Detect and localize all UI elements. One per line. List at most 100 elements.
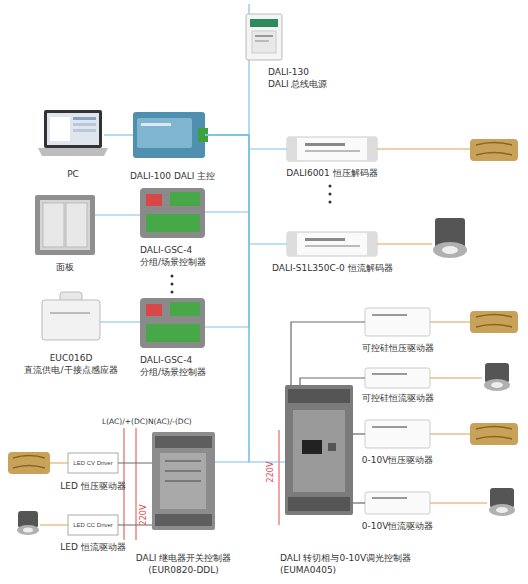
led-strip-part bbox=[470, 423, 518, 445]
device-caption: 可控硅恒压驱动器 bbox=[357, 342, 438, 354]
lamp-wire-part bbox=[430, 434, 470, 435]
bus-wire bbox=[205, 60, 249, 135]
ellipsis-dots-part bbox=[171, 283, 174, 286]
downlight-part bbox=[17, 525, 39, 535]
lamp-wire-part bbox=[377, 244, 432, 245]
wire-label: L(AC)/+(DC) bbox=[102, 417, 148, 427]
device-label: 直流供电/干接点感应器 bbox=[12, 364, 130, 376]
relay-controller-part bbox=[155, 514, 212, 526]
sensor bbox=[42, 292, 100, 340]
downlight-part bbox=[491, 382, 503, 388]
bus-wire bbox=[205, 135, 285, 462]
device-label: DALI-130 bbox=[268, 66, 348, 78]
laptop-pc bbox=[38, 110, 108, 156]
lamp-wire-part bbox=[50, 463, 68, 464]
dimming-controller-part bbox=[293, 410, 345, 492]
bus-power-supply-part bbox=[255, 40, 269, 42]
led-strip bbox=[8, 139, 518, 474]
laptop-pc-part bbox=[73, 117, 96, 120]
cv-decoder-part bbox=[287, 137, 377, 161]
bus-wire bbox=[205, 135, 287, 149]
device-label: DALI-100 DALI 主控 bbox=[130, 170, 240, 182]
wall-panel-part bbox=[35, 195, 95, 255]
device-node: 可控硅恒压驱动器 bbox=[365, 308, 430, 336]
device-label: DALI 总线电源 bbox=[268, 78, 348, 90]
bus-stub-part bbox=[248, 4, 249, 14]
group-scene-controller-part bbox=[146, 304, 162, 316]
ellipsis-dots bbox=[171, 185, 332, 294]
device-caption: DALI 转切相与0-10V调光控制器(EUMA0405) bbox=[280, 552, 430, 576]
device-node: PC bbox=[42, 108, 104, 158]
dimming-controller bbox=[285, 385, 353, 515]
group-scene-controller bbox=[140, 298, 205, 348]
cv-decoder-part bbox=[367, 137, 377, 161]
device-node: DALI 继电器开关控制器(EUR0820-DDL) bbox=[152, 432, 215, 530]
led-strip-part bbox=[8, 452, 50, 474]
laptop-pc-part bbox=[73, 129, 96, 132]
relay-controller-part bbox=[160, 453, 206, 509]
wall-panel-part bbox=[66, 203, 87, 247]
device-node: 面板 bbox=[35, 195, 95, 255]
bus-wire bbox=[353, 433, 365, 434]
device-caption: DALI-100 DALI 主控 bbox=[130, 170, 240, 182]
device-node: DALI-100 DALI 主控 bbox=[133, 110, 205, 160]
led-strip-part bbox=[476, 143, 512, 156]
cc-decoder-part bbox=[305, 238, 345, 241]
device-caption: 可控硅恒流驱动器 bbox=[357, 392, 438, 404]
relay-controller-part bbox=[152, 432, 215, 530]
group-scene-controller-part bbox=[146, 214, 200, 232]
device-caption: DALI-GSC-4分组/场景控制器 bbox=[140, 354, 230, 378]
device-node: DALI6001 恒压解码器 bbox=[287, 137, 377, 161]
dimming-controller-part bbox=[288, 389, 350, 403]
group-scene-controller-part bbox=[146, 194, 162, 206]
led-driver-part bbox=[68, 515, 118, 535]
dimming-controller-part bbox=[285, 385, 353, 515]
device-node: 可控硅恒流驱动器 bbox=[365, 368, 430, 388]
device-label: 分组/场景控制器 bbox=[140, 256, 230, 268]
relay-controller-part bbox=[155, 436, 212, 448]
bus-wire bbox=[95, 214, 140, 215]
device-label: 0-10V恒流驱动器 bbox=[357, 520, 438, 532]
device-node: DALI-GSC-4分组/场景控制器 bbox=[140, 188, 205, 238]
power-wire-part bbox=[279, 430, 280, 525]
group-scene-controller-part bbox=[170, 302, 200, 316]
device-label: DALI-S1L350C-0 恒流解码器 bbox=[272, 262, 392, 274]
wall-panel-part bbox=[43, 203, 64, 247]
device-caption: DALI6001 恒压解码器 bbox=[277, 167, 387, 179]
device-caption: 面板 bbox=[35, 261, 95, 273]
dimming-controller-part bbox=[328, 443, 336, 451]
led-strip-part bbox=[476, 427, 512, 440]
device-text: LED CC Driver bbox=[68, 515, 118, 535]
cv-decoder-part bbox=[287, 137, 297, 161]
bus-stub bbox=[249, 4, 250, 14]
device-caption: LED 恒压驱动器 bbox=[53, 480, 133, 492]
device-caption: DALI 继电器开关控制器(EUR0820-DDL) bbox=[114, 552, 253, 576]
device-label: 可控硅恒压驱动器 bbox=[357, 342, 438, 354]
downlight-part bbox=[442, 246, 458, 254]
lamp-wire-part bbox=[430, 503, 487, 504]
group-scene-controller bbox=[140, 188, 205, 238]
downlight-part bbox=[489, 504, 515, 516]
relay-controller-part bbox=[165, 470, 201, 472]
bus-power-supply-part bbox=[252, 31, 276, 53]
device-label: 可控硅恒流驱动器 bbox=[357, 392, 438, 404]
bus-power-supply-part bbox=[255, 35, 273, 37]
cc-decoder-part bbox=[287, 232, 297, 256]
lamp-wire-part bbox=[40, 525, 68, 526]
cc-decoder-part bbox=[305, 245, 360, 247]
bus-wire bbox=[104, 134, 133, 135]
group-scene-controller-part bbox=[140, 188, 205, 238]
wall-panel-part bbox=[40, 200, 90, 250]
downlight-part bbox=[433, 242, 467, 258]
cv-decoder bbox=[287, 137, 377, 161]
led-driver-part bbox=[365, 420, 430, 448]
led-strip-part bbox=[476, 315, 512, 328]
led-driver-part bbox=[372, 373, 407, 375]
device-label: LED 恒压驱动器 bbox=[53, 480, 133, 492]
device-label: DALI6001 恒压解码器 bbox=[277, 167, 387, 179]
bus-wire bbox=[353, 502, 365, 503]
dali-master-part bbox=[141, 123, 171, 126]
